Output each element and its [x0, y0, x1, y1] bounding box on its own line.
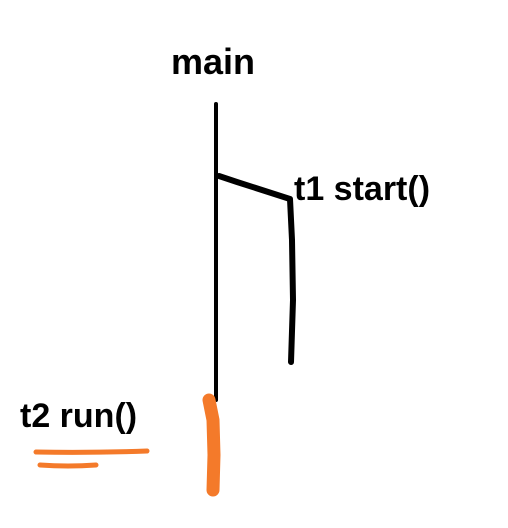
t2-run-label: t2 run() — [20, 397, 138, 435]
t1-branch-line — [216, 173, 296, 365]
t2-underline-stroke-2 — [37, 462, 99, 469]
main-thread-label: main — [171, 41, 256, 82]
t2-underline-stroke-1 — [33, 448, 150, 455]
t1-start-label: t1 start() — [294, 170, 431, 208]
t2-run-highlight — [202, 393, 221, 497]
